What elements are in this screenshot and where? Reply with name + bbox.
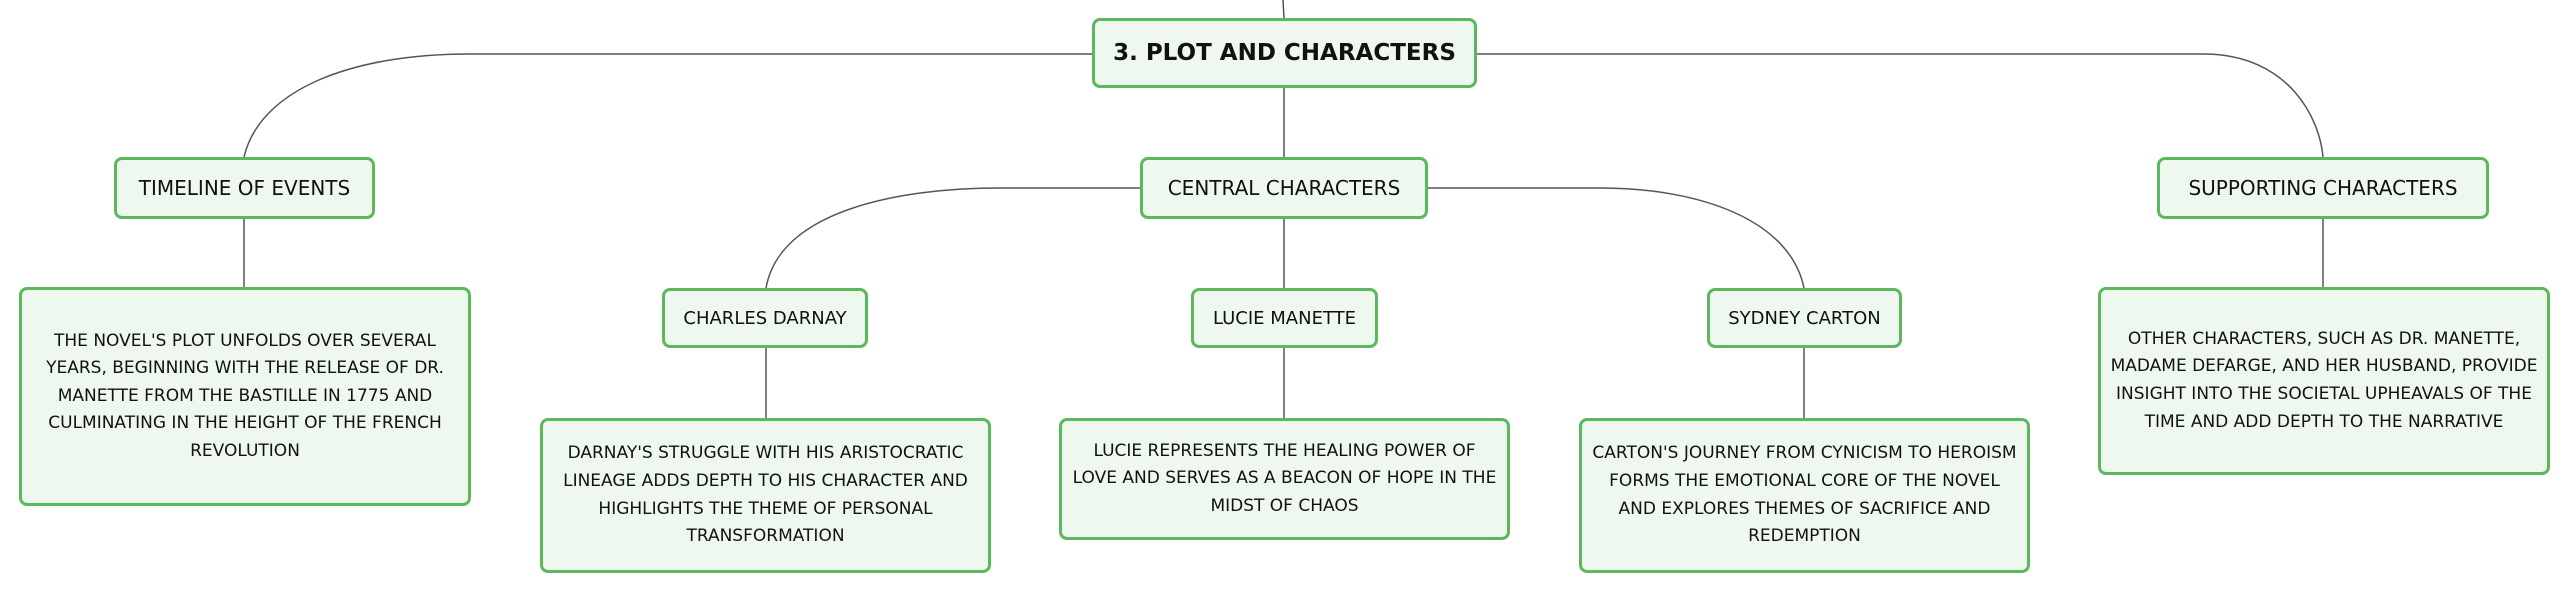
lucie-manette-detail-node[interactable]: LUCIE REPRESENTS THE HEALING POWER OF LO… [1059, 418, 1510, 540]
timeline-detail-text: THE NOVEL'S PLOT UNFOLDS OVER SEVERAL YE… [46, 330, 444, 461]
link-root-to-supporting [1477, 53, 2324, 158]
root-topic-node[interactable]: 3. PLOT AND CHARACTERS [1092, 18, 1477, 88]
link-parent-to-root [1282, 0, 1285, 19]
timeline-of-events-label: TIMELINE OF EVENTS [138, 176, 351, 200]
charles-darnay-label: CHARLES DARNAY [683, 307, 847, 329]
charles-darnay-node[interactable]: CHARLES DARNAY [662, 288, 868, 348]
sydney-carton-node[interactable]: SYDNEY CARTON [1707, 288, 1902, 348]
lucie-manette-detail-text: LUCIE REPRESENTS THE HEALING POWER OF LO… [1072, 440, 1497, 516]
charles-darnay-detail-text: DARNAY'S STRUGGLE WITH HIS ARISTOCRATIC … [563, 443, 968, 547]
lucie-manette-node[interactable]: LUCIE MANETTE [1191, 288, 1378, 348]
supporting-characters-node[interactable]: SUPPORTING CHARACTERS [2157, 157, 2489, 219]
central-characters-node[interactable]: CENTRAL CHARACTERS [1140, 157, 1428, 219]
sydney-carton-detail-text: CARTON'S JOURNEY FROM CYNICISM TO HEROIS… [1592, 443, 2017, 547]
sydney-carton-detail-node[interactable]: CARTON'S JOURNEY FROM CYNICISM TO HEROIS… [1579, 418, 2030, 573]
central-characters-label: CENTRAL CHARACTERS [1167, 176, 1401, 200]
link-root-to-timeline [243, 53, 1092, 158]
supporting-characters-label: SUPPORTING CHARACTERS [2188, 176, 2458, 200]
supporting-characters-detail-text: OTHER CHARACTERS, SUCH AS DR. MANETTE, M… [2110, 328, 2538, 432]
supporting-characters-detail-node[interactable]: OTHER CHARACTERS, SUCH AS DR. MANETTE, M… [2098, 287, 2550, 475]
lucie-manette-label: LUCIE MANETTE [1212, 307, 1356, 329]
link-central-to-darnay [765, 187, 1140, 289]
timeline-detail-node[interactable]: THE NOVEL'S PLOT UNFOLDS OVER SEVERAL YE… [19, 287, 471, 506]
link-central-to-carton [1428, 187, 1805, 289]
root-topic-label: 3. PLOT AND CHARACTERS [1113, 40, 1456, 66]
timeline-of-events-node[interactable]: TIMELINE OF EVENTS [114, 157, 375, 219]
charles-darnay-detail-node[interactable]: DARNAY'S STRUGGLE WITH HIS ARISTOCRATIC … [540, 418, 991, 573]
sydney-carton-label: SYDNEY CARTON [1728, 307, 1881, 329]
